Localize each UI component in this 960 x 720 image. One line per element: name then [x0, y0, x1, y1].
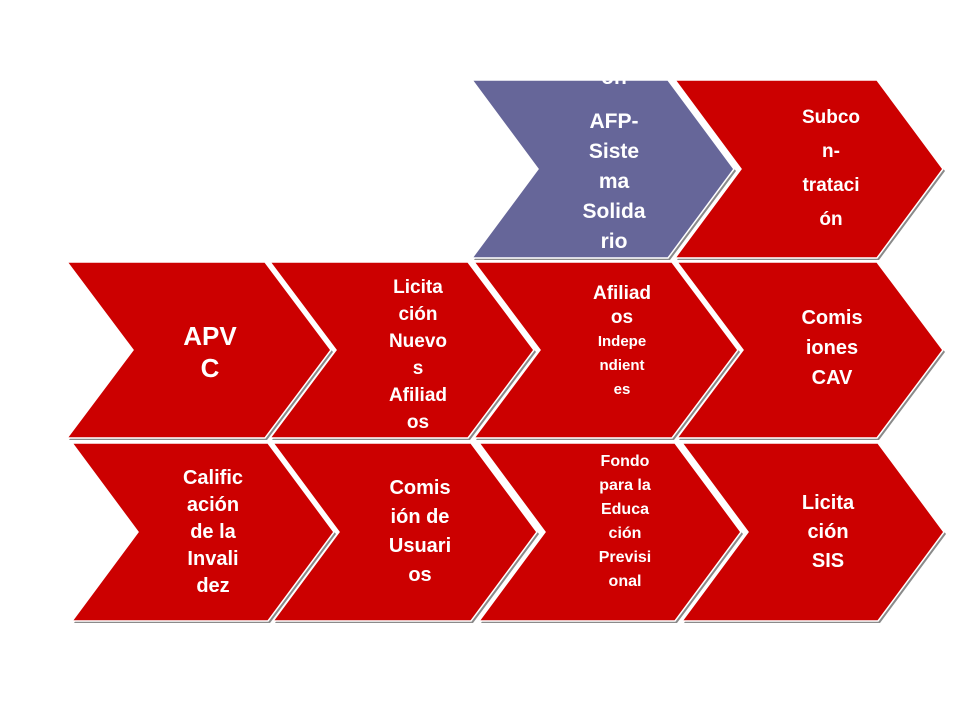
chevron-label-line: ón: [819, 209, 843, 230]
chevron-label-lines: Subco n-trataci ón: [802, 101, 860, 237]
chevron-body: [268, 261, 535, 439]
chevron-label-line: es: [613, 381, 631, 398]
chevron-comision-usuarios: Comis ión de Usuari os: [271, 442, 539, 623]
chevron-label-line: ación: [186, 493, 240, 516]
chevron-label-line: n-: [822, 141, 840, 162]
chevron-label-line: trataci: [802, 175, 860, 196]
chevron-shape: [271, 442, 539, 623]
chevron-label-line: C: [200, 353, 220, 383]
chevron-label-line: onal: [608, 573, 642, 590]
chevron-label-line: Solida: [582, 200, 646, 223]
chevron-label-line: Previsi: [598, 549, 652, 566]
chevron-shape: [70, 442, 336, 623]
chevron-label-lines: Comis ión de Usuari os: [389, 474, 451, 590]
chevron-body: [70, 442, 335, 622]
chevron-label: Subco n-trataci ón: [755, 80, 907, 258]
chevron-label-line: Educa: [600, 501, 649, 518]
chevron-label-line: ción: [608, 525, 642, 542]
chevron-label-line: Comis: [801, 307, 863, 329]
chevron-shape: [470, 79, 736, 260]
chevron-label-line: os: [408, 564, 432, 586]
chevron-label-line: Licita: [801, 491, 855, 514]
chevron-shape: [675, 261, 945, 440]
chevron-shape: [680, 442, 946, 623]
chevron-label-line: para la: [599, 477, 651, 494]
chevron-label-line: ción: [807, 520, 849, 543]
chevron-label-line: Afiliad: [388, 385, 448, 406]
chevron-body: [477, 442, 742, 622]
chevron-body: [673, 79, 944, 259]
chevron-label-line: de la: [190, 520, 236, 543]
chevron-body: [472, 261, 739, 439]
chevron-label-line: os: [406, 412, 430, 433]
chevron-label-line: Siste: [588, 140, 640, 163]
chevron-label: Comis ión de Usuari os: [351, 443, 489, 621]
chevron-subcontratacion: Subco n-trataci ón: [673, 79, 945, 260]
chevron-label-line: iones: [805, 337, 859, 359]
chevron-body: [675, 261, 944, 439]
chevron-label-lines: Calific ación de la Invali dez: [183, 465, 243, 600]
chevron-body: [680, 442, 945, 622]
chevron-shape: [268, 261, 536, 440]
chevron-label-line: Comis: [389, 477, 451, 499]
chevron-label-line: SIS: [811, 549, 845, 572]
chevron-shape: [477, 442, 743, 623]
chevron-label-line: Calific: [182, 466, 244, 489]
chevron-label-line: ndient: [599, 357, 645, 374]
chevron-label-line: APV: [183, 321, 237, 351]
chevron-shape: [472, 261, 740, 440]
chevron-label-line: ón: [582, 80, 645, 93]
chevron-label-line: Subco: [801, 107, 861, 128]
chevron-label-line: ción: [398, 304, 438, 325]
chevron-label-line: Licita: [393, 277, 443, 298]
chevron-label-line: ión de: [390, 506, 450, 528]
chevron-label-line: Invali: [187, 547, 239, 570]
chevron-label: Calific ación de la Invali dez: [138, 443, 288, 621]
chevron-label-line: s: [412, 358, 424, 379]
chevron-label-line: dez: [196, 574, 230, 597]
chevron-label-line: Indepe: [597, 333, 647, 350]
chevron-label-line: AFP-: [589, 110, 639, 133]
chevron-body: [65, 261, 332, 439]
chevron-shape: [673, 79, 945, 260]
chevron-calificacion-invalidez: Calific ación de la Invali dez: [70, 442, 336, 623]
chevron-body: [271, 442, 538, 622]
chevron-label-line: Nuevo: [388, 331, 448, 352]
chevron-shape: [65, 261, 333, 440]
chevron-label-line: ma: [598, 170, 630, 193]
chevron-label-line: Afiliad: [592, 283, 652, 304]
chevron-label-line: rio: [600, 230, 628, 253]
chevron-body: [470, 79, 735, 259]
chevron-label-line: Usuari: [388, 535, 452, 557]
chevron-label-line: CAV: [811, 367, 853, 389]
chevron-label-line: os: [610, 307, 634, 328]
chevron-label-line: Fondo: [600, 453, 650, 470]
